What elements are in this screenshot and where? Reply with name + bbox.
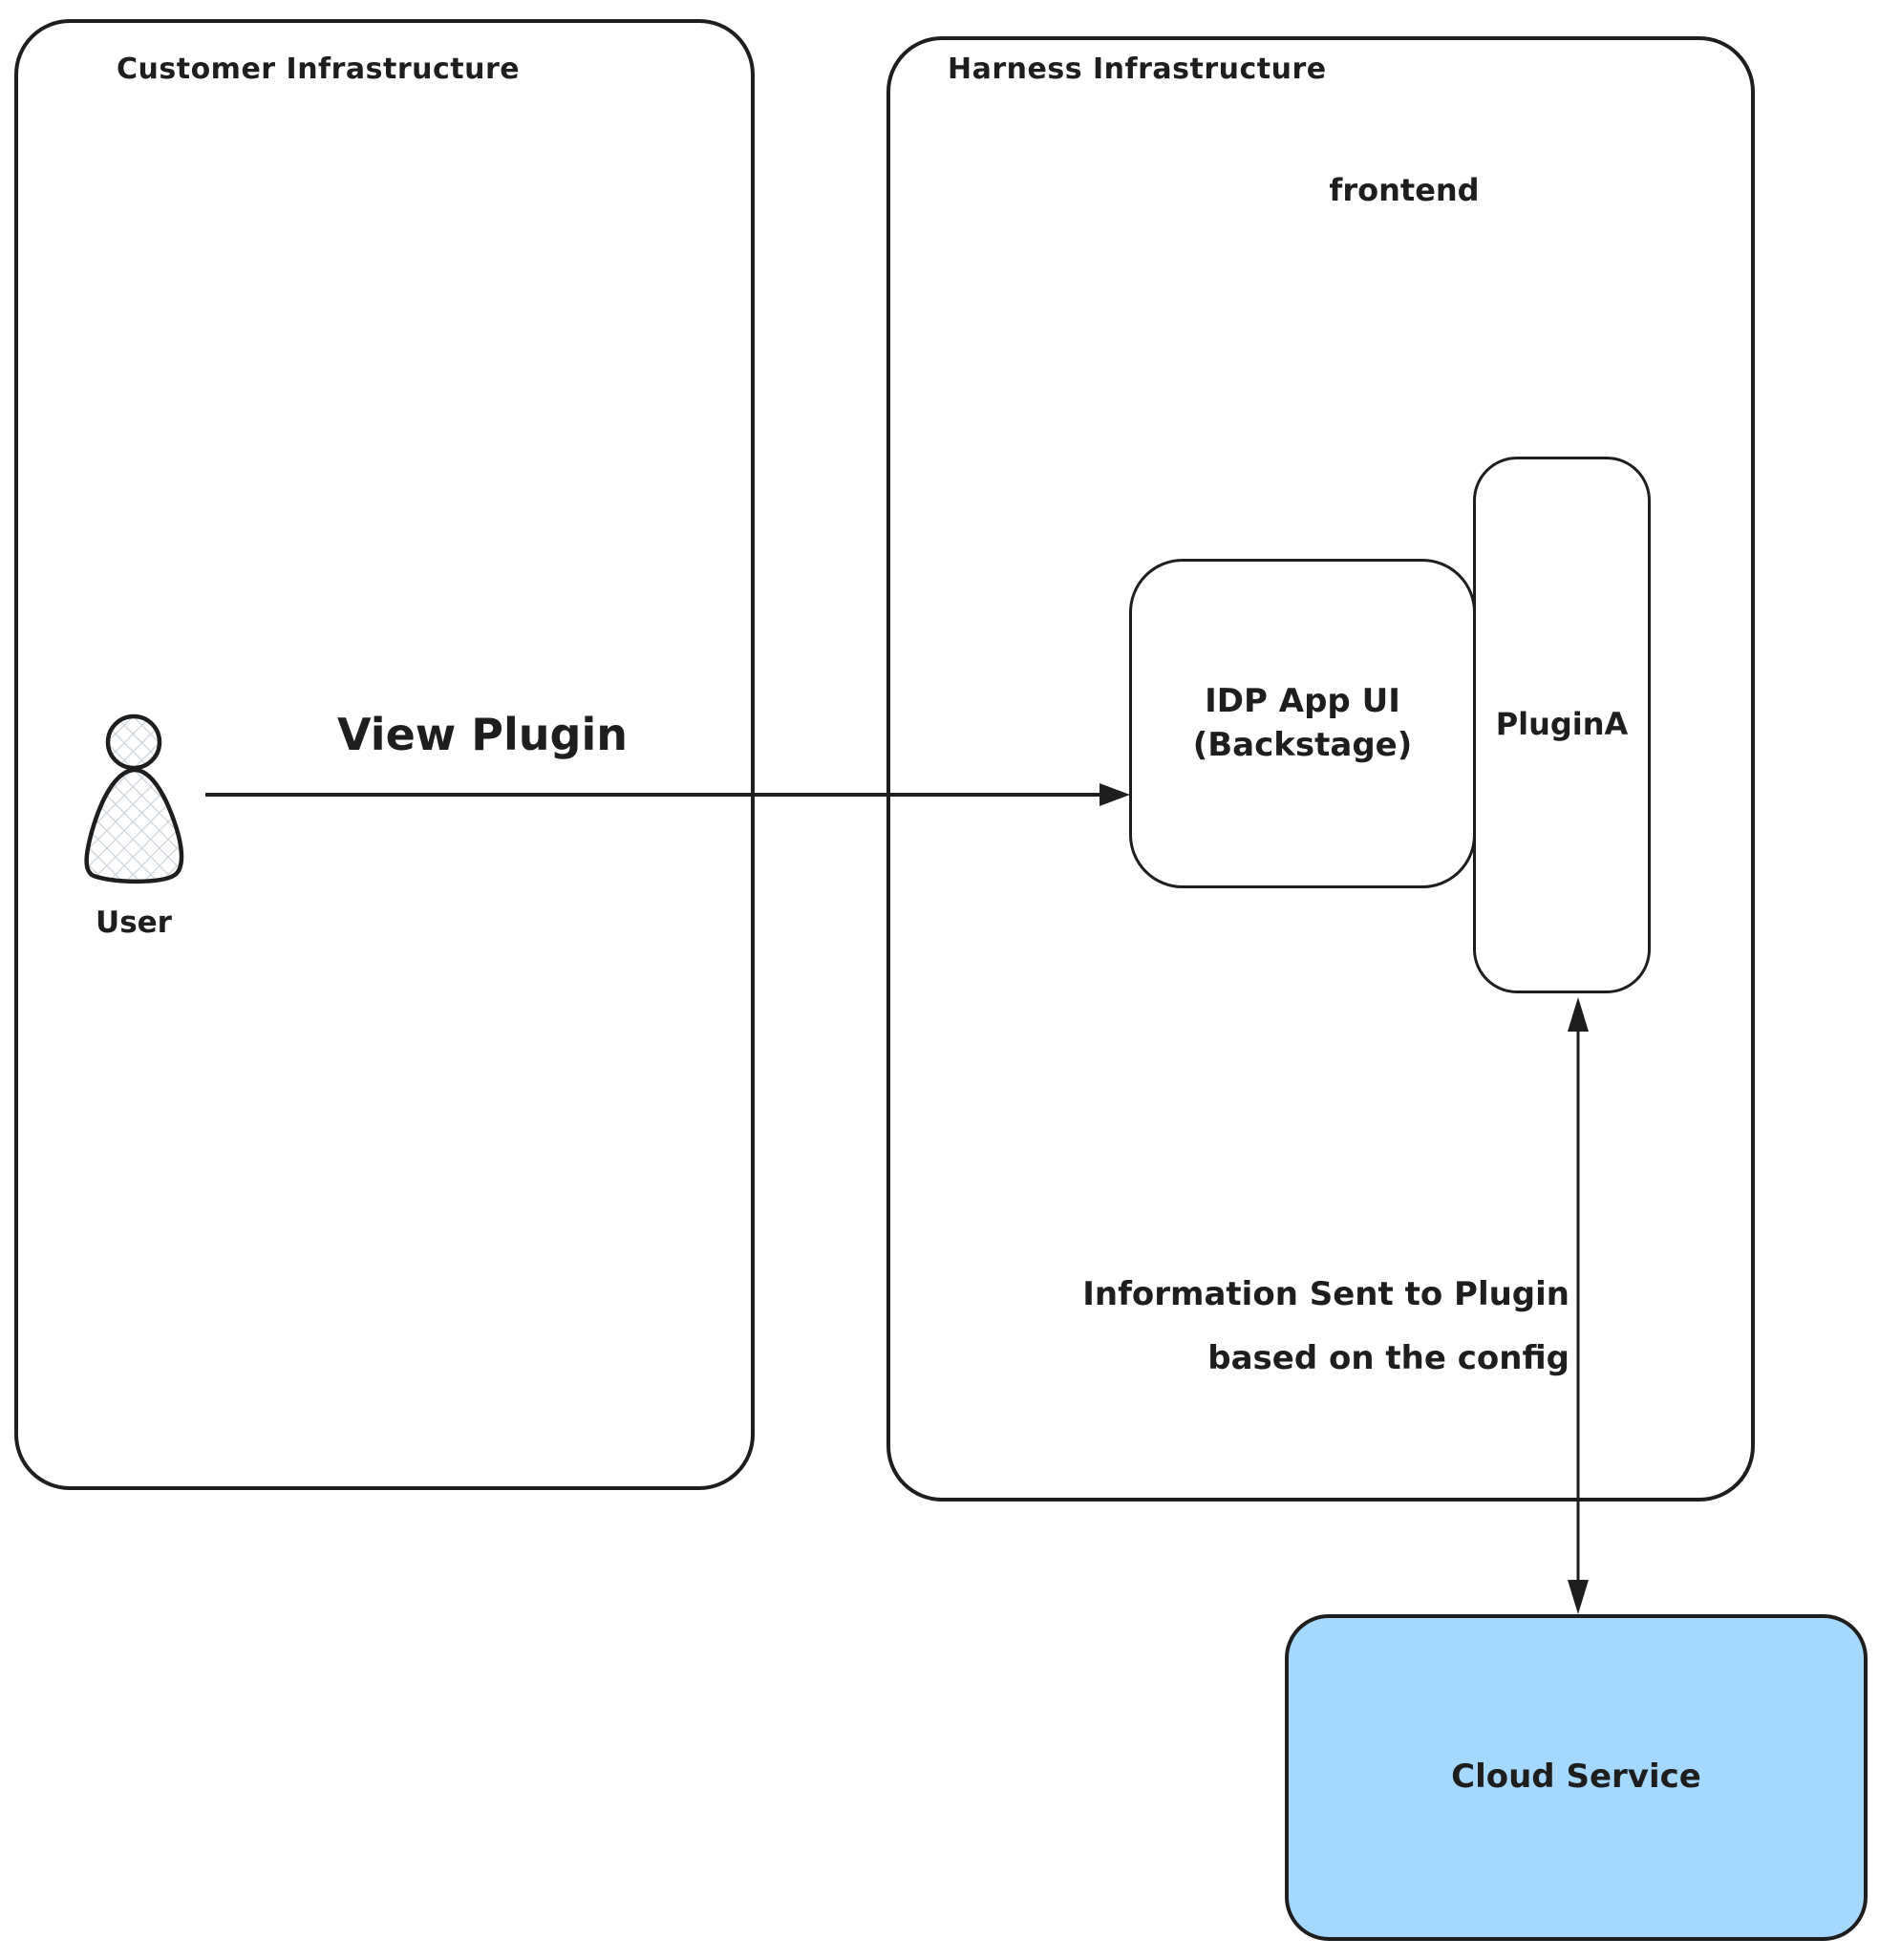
user-icon bbox=[84, 714, 184, 884]
idp-app-ui-line2: (Backstage) bbox=[1192, 725, 1413, 764]
customer-infrastructure-title: Customer Infrastructure bbox=[117, 53, 521, 86]
user-body bbox=[84, 767, 184, 884]
idp-app-ui-box: IDP App UI (Backstage) bbox=[1129, 559, 1476, 888]
arrowhead-down-icon bbox=[1568, 1580, 1589, 1614]
view-plugin-label: View Plugin bbox=[337, 709, 628, 760]
info-sent-line1: Information Sent to Plugin bbox=[1082, 1275, 1569, 1313]
harness-infrastructure-title: Harness Infrastructure bbox=[948, 53, 1327, 86]
arrowhead-up-icon bbox=[1568, 997, 1589, 1032]
plugin-a-box: PluginA bbox=[1473, 457, 1651, 993]
cloud-service-label: Cloud Service bbox=[1451, 1758, 1701, 1797]
info-sent-line2: based on the config bbox=[1207, 1339, 1569, 1377]
plugin-cloud-arrow bbox=[1568, 997, 1589, 1614]
idp-app-ui-line1: IDP App UI bbox=[1205, 681, 1400, 720]
frontend-label: frontend bbox=[1329, 172, 1480, 208]
cloud-service-box: Cloud Service bbox=[1285, 1614, 1868, 1941]
arrowhead-right-icon bbox=[1100, 783, 1130, 806]
user-label: User bbox=[96, 905, 172, 940]
plugin-a-label: PluginA bbox=[1495, 706, 1629, 743]
view-plugin-arrow bbox=[205, 783, 1130, 806]
info-sent-label: Information Sent to Plugin based on the … bbox=[955, 1263, 1569, 1391]
user-head bbox=[105, 714, 162, 771]
